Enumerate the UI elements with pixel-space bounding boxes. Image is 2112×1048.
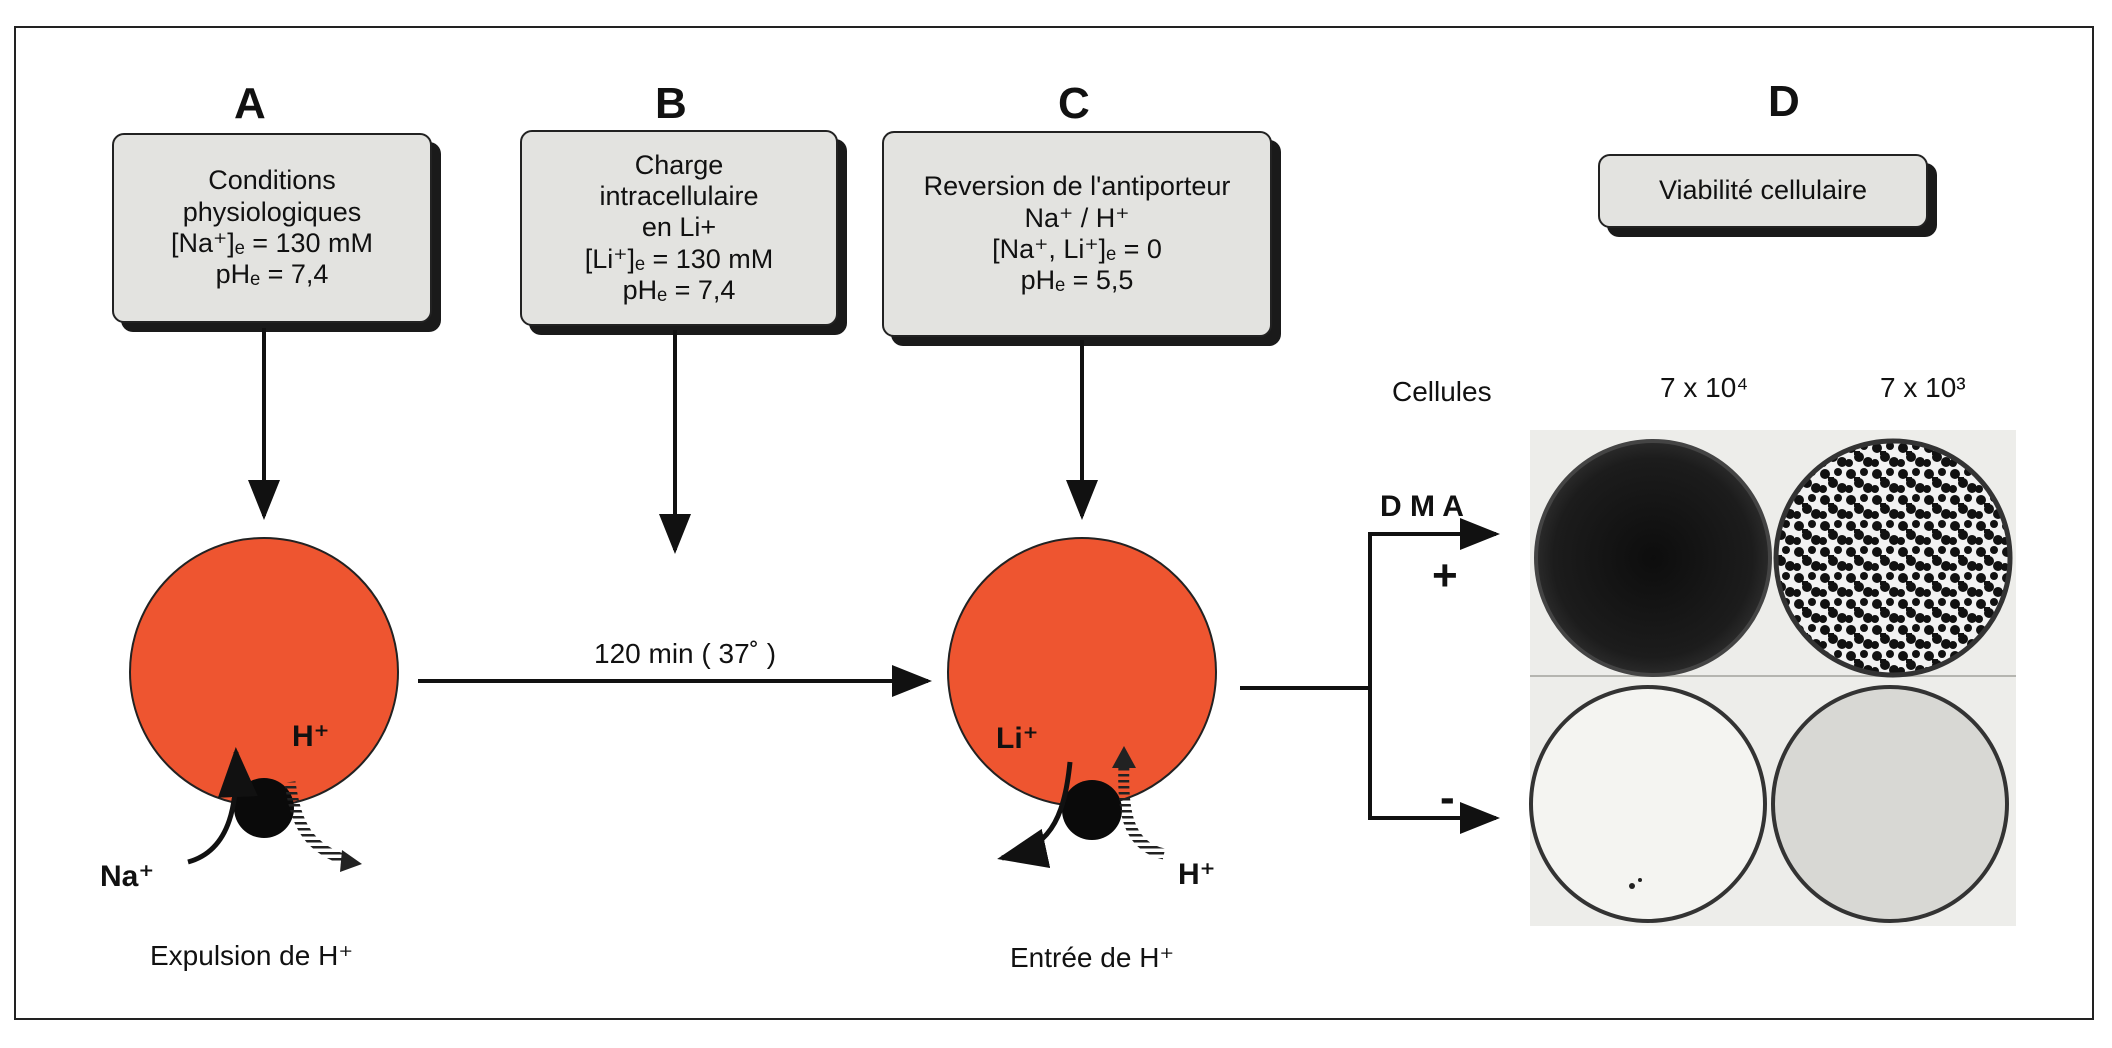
condition-a-line-2: physiologiques xyxy=(182,196,362,227)
li-efflux-arrow xyxy=(997,761,1073,868)
panel-letter-a: A xyxy=(234,79,266,128)
na-influx-arrow xyxy=(187,747,258,865)
condition-c-line-4: pHₑ = 5,5 xyxy=(1020,265,1134,296)
condition-box-a: Conditions physiologiques [Na⁺]ₑ = 130 m… xyxy=(112,133,432,323)
condition-box-c: Reversion de l'antiporteur Na⁺ / H⁺ [Na⁺… xyxy=(882,131,1272,337)
ion-h-label-c: H⁺ xyxy=(1178,858,1216,891)
cells-col-2: 7 x 10³ xyxy=(1880,372,1966,403)
cells-label: Cellules xyxy=(1392,376,1492,407)
antiporter-a xyxy=(234,778,294,838)
panel-letter-c: C xyxy=(1058,79,1090,128)
cell-c xyxy=(947,537,1217,807)
dma-minus: - xyxy=(1440,773,1455,822)
dish-plus-7e3 xyxy=(1773,438,2013,678)
figure-frame xyxy=(14,26,2094,1020)
caption-a: Expulsion de H⁺ xyxy=(150,940,354,971)
dish-minus-7e4 xyxy=(1529,685,1767,923)
h-efflux-arrowhead xyxy=(340,850,362,872)
antiporter-c xyxy=(1062,780,1122,840)
condition-box-b: Charge intracellulaire en Li+ [Li⁺]ₑ = 1… xyxy=(520,130,838,326)
condition-c-line-2: Na⁺ / H⁺ xyxy=(1024,202,1130,233)
ion-li-label-c: Li⁺ xyxy=(996,722,1039,755)
panel-letter-d: D xyxy=(1768,77,1800,126)
ion-h-label-a: H⁺ xyxy=(292,720,330,753)
condition-b-line-5: pHₑ = 7,4 xyxy=(622,274,736,305)
caption-c: Entrée de H⁺ xyxy=(1010,942,1175,973)
condition-b-line-4: [Li⁺]ₑ = 130 mM xyxy=(584,243,774,274)
cells-col-1: 7 x 10⁴ xyxy=(1660,372,1749,403)
dma-plus: + xyxy=(1432,551,1458,600)
ion-na-label-a: Na⁺ xyxy=(100,860,155,893)
h-efflux-arrow xyxy=(284,781,354,868)
transfer-label: 120 min ( 37˚ ) xyxy=(594,638,777,669)
colony-dot xyxy=(1638,878,1642,882)
viability-title: Viabilité cellulaire xyxy=(1658,175,1868,206)
condition-a-line-4: pHₑ = 7,4 xyxy=(215,259,329,290)
condition-b-line-1: Charge xyxy=(634,149,724,180)
dma-label: D M A xyxy=(1380,490,1464,523)
cell-a xyxy=(129,537,399,807)
dish-plus-7e4 xyxy=(1534,439,1772,677)
condition-a-line-1: Conditions xyxy=(208,165,336,196)
colony-dot xyxy=(1629,883,1635,889)
viability-box: Viabilité cellulaire xyxy=(1598,154,1928,228)
h-influx-arrowhead xyxy=(1112,746,1136,768)
condition-c-line-1: Reversion de l'antiporteur xyxy=(923,171,1231,202)
panel-letter-b: B xyxy=(655,79,687,128)
h-influx-arrow xyxy=(1118,763,1166,860)
condition-b-line-2: intracellulaire xyxy=(599,181,759,212)
condition-c-line-3: [Na⁺, Li⁺]ₑ = 0 xyxy=(992,234,1162,264)
condition-b-line-3: en Li+ xyxy=(641,212,717,243)
dish-minus-7e3 xyxy=(1771,685,2009,923)
condition-a-line-3: [Na⁺]ₑ = 130 mM xyxy=(170,228,374,258)
